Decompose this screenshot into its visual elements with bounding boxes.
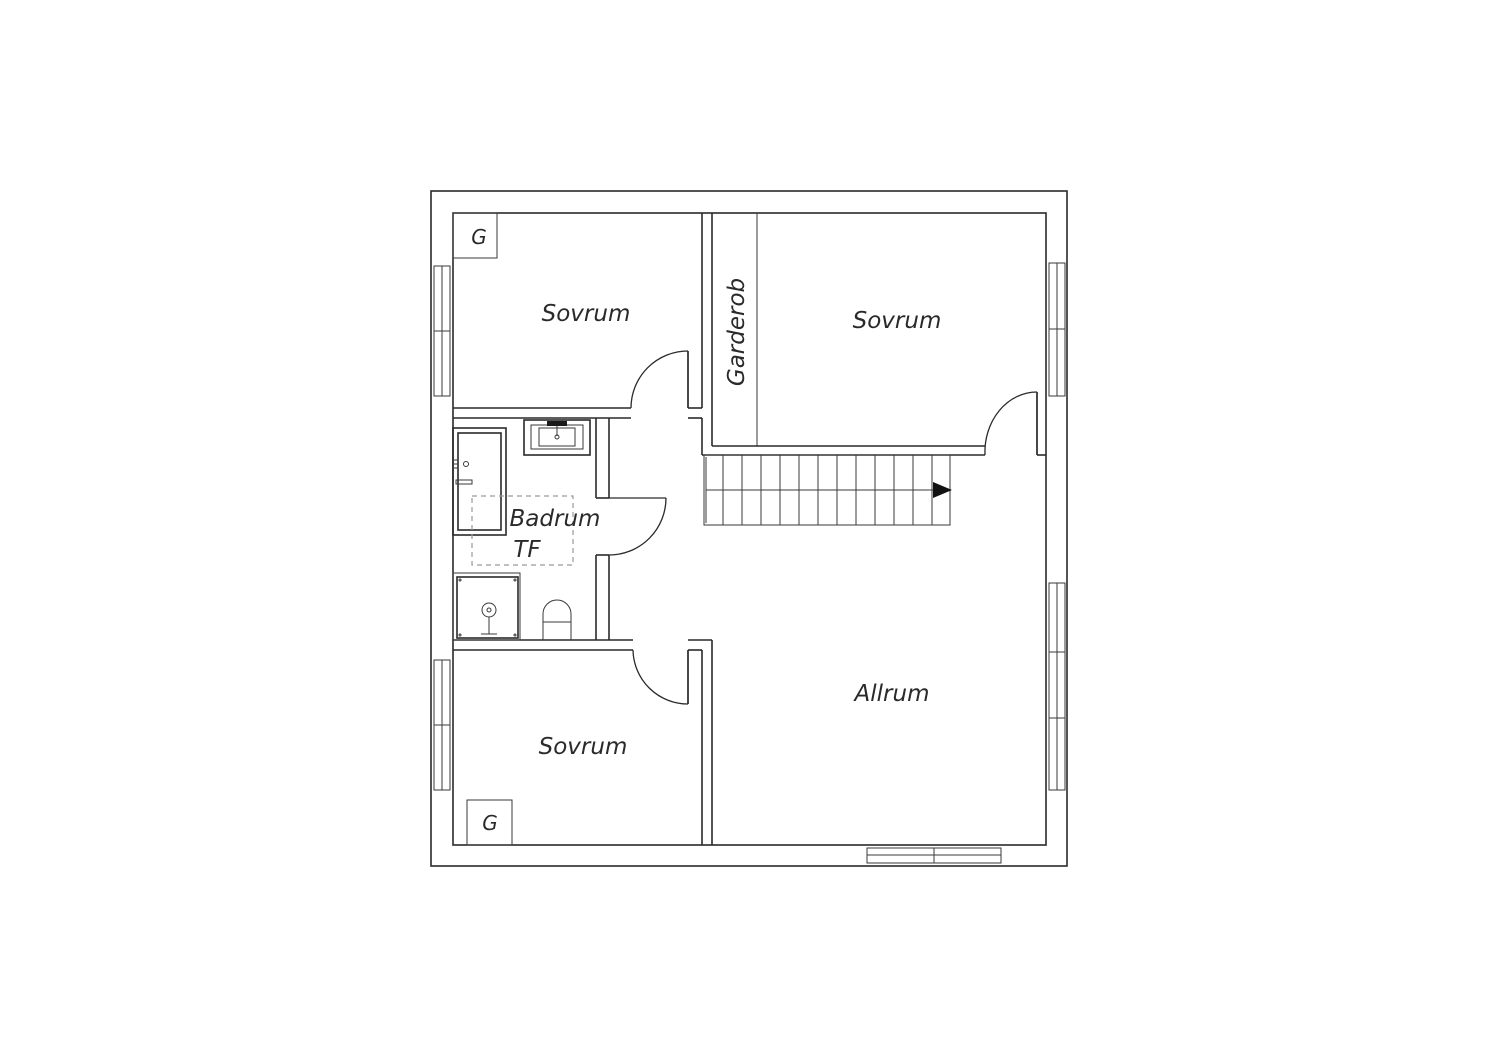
closet-top-left: G: [452, 212, 498, 259]
window-left-top: [432, 265, 452, 397]
room-label-bedroom-top-left: Sovrum: [542, 301, 631, 327]
door-bathroom: [608, 497, 667, 556]
sink-icon: [523, 419, 591, 456]
washer-zone: [471, 495, 574, 566]
room-label-wardrobe: Garderob: [724, 278, 750, 386]
window-right-bottom: [1047, 582, 1066, 791]
shower-icon: [452, 572, 521, 641]
window-bottom: [866, 846, 1002, 865]
window-left-bottom: [432, 659, 452, 791]
closet-label: G: [471, 225, 487, 249]
interior-walls: [453, 213, 1046, 845]
toilet-icon: [542, 599, 572, 640]
windows: [432, 262, 1066, 865]
staircase: [703, 454, 952, 526]
arrow-right-icon: [933, 482, 952, 498]
washing-machine-icon: [452, 427, 507, 536]
doors: [608, 350, 1038, 705]
door-top-left-bedroom: [630, 350, 689, 409]
room-label-bathroom-sub: TF: [513, 537, 541, 563]
closet-label: G: [482, 811, 498, 835]
window-right-top: [1047, 262, 1066, 397]
door-top-right-bedroom: [984, 391, 1038, 456]
room-label-bedroom-bottom-left: Sovrum: [539, 734, 628, 760]
room-label-living: Allrum: [853, 681, 930, 707]
room-label-bathroom: Badrum: [510, 506, 601, 532]
room-label-bedroom-top-right: Sovrum: [853, 308, 942, 334]
closet-bottom-left: G: [466, 799, 513, 846]
door-bottom-left-bedroom: [632, 649, 689, 705]
